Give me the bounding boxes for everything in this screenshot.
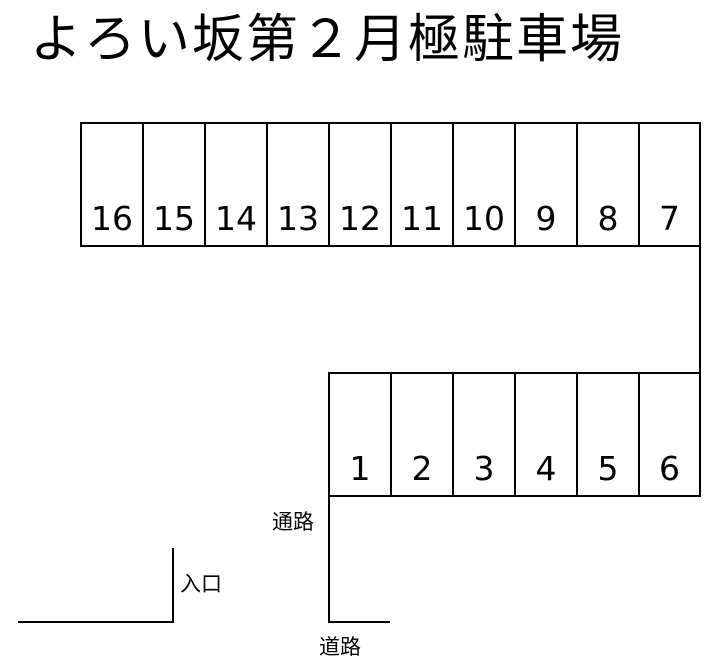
parking-stall: 4 bbox=[514, 372, 578, 497]
stall-number: 10 bbox=[463, 199, 505, 238]
parking-stall: 6 bbox=[638, 372, 701, 497]
stall-number: 12 bbox=[339, 199, 381, 238]
parking-stall: 7 bbox=[638, 122, 701, 247]
parking-stall: 9 bbox=[514, 122, 578, 247]
stall-number: 8 bbox=[597, 199, 619, 238]
parking-stall: 11 bbox=[390, 122, 454, 247]
parking-stall: 1 bbox=[328, 372, 392, 497]
stall-number: 2 bbox=[411, 449, 433, 488]
stall-number: 4 bbox=[535, 449, 557, 488]
parking-stall: 3 bbox=[452, 372, 516, 497]
parking-stall: 16 bbox=[80, 122, 144, 247]
stall-number: 7 bbox=[659, 199, 680, 238]
stall-number: 6 bbox=[659, 449, 680, 488]
stall-number: 5 bbox=[597, 449, 619, 488]
parking-stall: 2 bbox=[390, 372, 454, 497]
road-edge-right bbox=[328, 621, 390, 623]
parking-stall: 10 bbox=[452, 122, 516, 247]
entrance-label: 入口 bbox=[180, 572, 222, 596]
stall-number: 3 bbox=[473, 449, 495, 488]
entrance-post bbox=[172, 548, 174, 623]
aisle-left-wall bbox=[328, 495, 330, 623]
aisle-label: 通路 bbox=[272, 510, 314, 534]
parking-stall: 15 bbox=[142, 122, 206, 247]
road-label: 道路 bbox=[319, 635, 361, 659]
stall-number: 14 bbox=[215, 199, 257, 238]
stall-number: 15 bbox=[153, 199, 195, 238]
road-edge-left bbox=[18, 621, 174, 623]
parking-stall: 5 bbox=[576, 372, 640, 497]
parking-stall: 13 bbox=[266, 122, 330, 247]
parking-stall: 14 bbox=[204, 122, 268, 247]
stall-number: 9 bbox=[535, 199, 557, 238]
right-boundary-wall bbox=[699, 245, 701, 374]
stall-number: 16 bbox=[91, 199, 133, 238]
stall-number: 11 bbox=[401, 199, 443, 238]
stall-number: 13 bbox=[277, 199, 319, 238]
stall-number: 1 bbox=[349, 449, 371, 488]
parking-stall: 8 bbox=[576, 122, 640, 247]
parking-stall: 12 bbox=[328, 122, 392, 247]
page-title: よろい坂第２月極駐車場 bbox=[30, 10, 625, 70]
